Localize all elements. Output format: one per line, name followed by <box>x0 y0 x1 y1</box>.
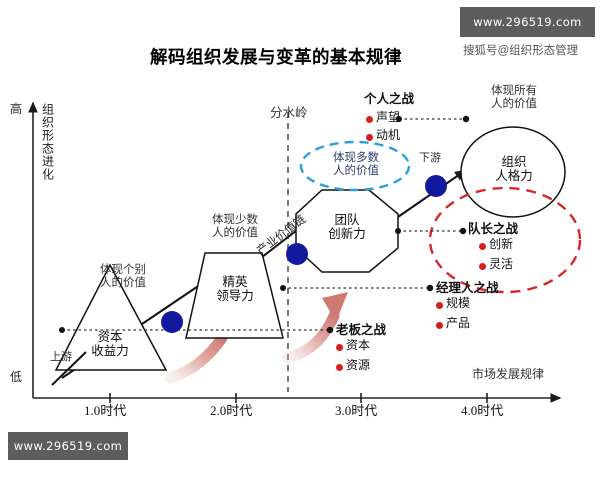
battle-connectors <box>62 118 466 331</box>
bullet-dot-icon <box>479 263 486 270</box>
stage-4-ellipse <box>460 126 566 218</box>
bullet-dot-icon <box>336 364 343 371</box>
stage-3-label: 团队 创新力 <box>328 213 366 241</box>
bullet-dot-icon <box>366 134 373 141</box>
upstream-label: 上游 <box>50 351 72 363</box>
battle-captain-item-2: 灵活 <box>489 257 514 271</box>
bullet-dot-icon <box>336 344 343 351</box>
node-3-4 <box>425 175 447 197</box>
battle-boss-title: 老板之战 <box>336 323 387 337</box>
stage-4-value-note: 体现所有 人的价值 <box>491 85 537 110</box>
y-axis-label: 组织形态进化 <box>40 103 55 181</box>
y-axis-high-label: 高 <box>10 102 23 116</box>
bullet-dot-icon <box>479 243 486 250</box>
bullet-dot-icon <box>436 302 443 309</box>
battle-individual-item-2: 动机 <box>376 128 401 142</box>
node-2-3 <box>286 243 308 265</box>
bullet-dot-icon <box>366 116 373 123</box>
battle-manager-item-1: 规模 <box>446 296 471 310</box>
battle-individual-item-1: 声望 <box>376 110 401 124</box>
x-axis-label: 市场发展规律 <box>472 367 545 381</box>
battle-individual-title: 个人之战 <box>364 92 415 106</box>
upstream-leader <box>51 351 87 386</box>
stage-1-triangle <box>54 263 168 371</box>
sohu-account-label: 搜狐号@组织形态管理 <box>463 45 579 57</box>
watermark-top-right: www.296519.com <box>460 7 595 37</box>
y-axis-low-label: 低 <box>10 370 23 384</box>
watershed-label: 分水岭 <box>270 106 308 120</box>
stage-2-trapezoid <box>185 252 284 339</box>
battle-manager-item-2: 产品 <box>446 316 471 330</box>
battle-captain-item-1: 创新 <box>489 237 514 251</box>
stage-1-label: 资本 收益力 <box>91 330 129 358</box>
page-title: 解码组织发展与变革的基本规律 <box>150 47 402 67</box>
downstream-label: 下游 <box>419 152 441 164</box>
battle-manager-title: 经理人之战 <box>436 281 499 295</box>
stage-3-octagon <box>295 189 399 273</box>
bullet-dot-icon <box>436 322 443 329</box>
x-tick-2: 2.0时代 <box>210 403 253 418</box>
majority-value-highlight <box>299 140 411 192</box>
stage-3-value-note: 体现多数 人的价值 <box>333 152 379 177</box>
battle-boss-item-1: 资本 <box>346 338 371 352</box>
captain-battle-highlight <box>428 186 582 294</box>
stage-4-label: 组织 人格力 <box>495 155 533 183</box>
watermark-bottom-left: www.296519.com <box>8 432 128 460</box>
connector-dots <box>59 115 470 334</box>
x-tick-3: 3.0时代 <box>335 403 378 418</box>
stage-1-value-note: 体现个别 人的价值 <box>100 264 146 289</box>
battle-boss-item-2: 资源 <box>346 358 371 372</box>
node-1-2 <box>161 311 183 333</box>
transition-nodes <box>161 175 447 333</box>
stage-2-value-note: 体现少数 人的价值 <box>212 214 258 239</box>
axis-lines <box>28 101 562 403</box>
x-tick-4: 4.0时代 <box>461 403 504 418</box>
x-tick-1: 1.0时代 <box>84 403 127 418</box>
stage-2-label: 精英 领导力 <box>216 275 254 303</box>
battle-captain-title: 队长之战 <box>468 222 519 236</box>
